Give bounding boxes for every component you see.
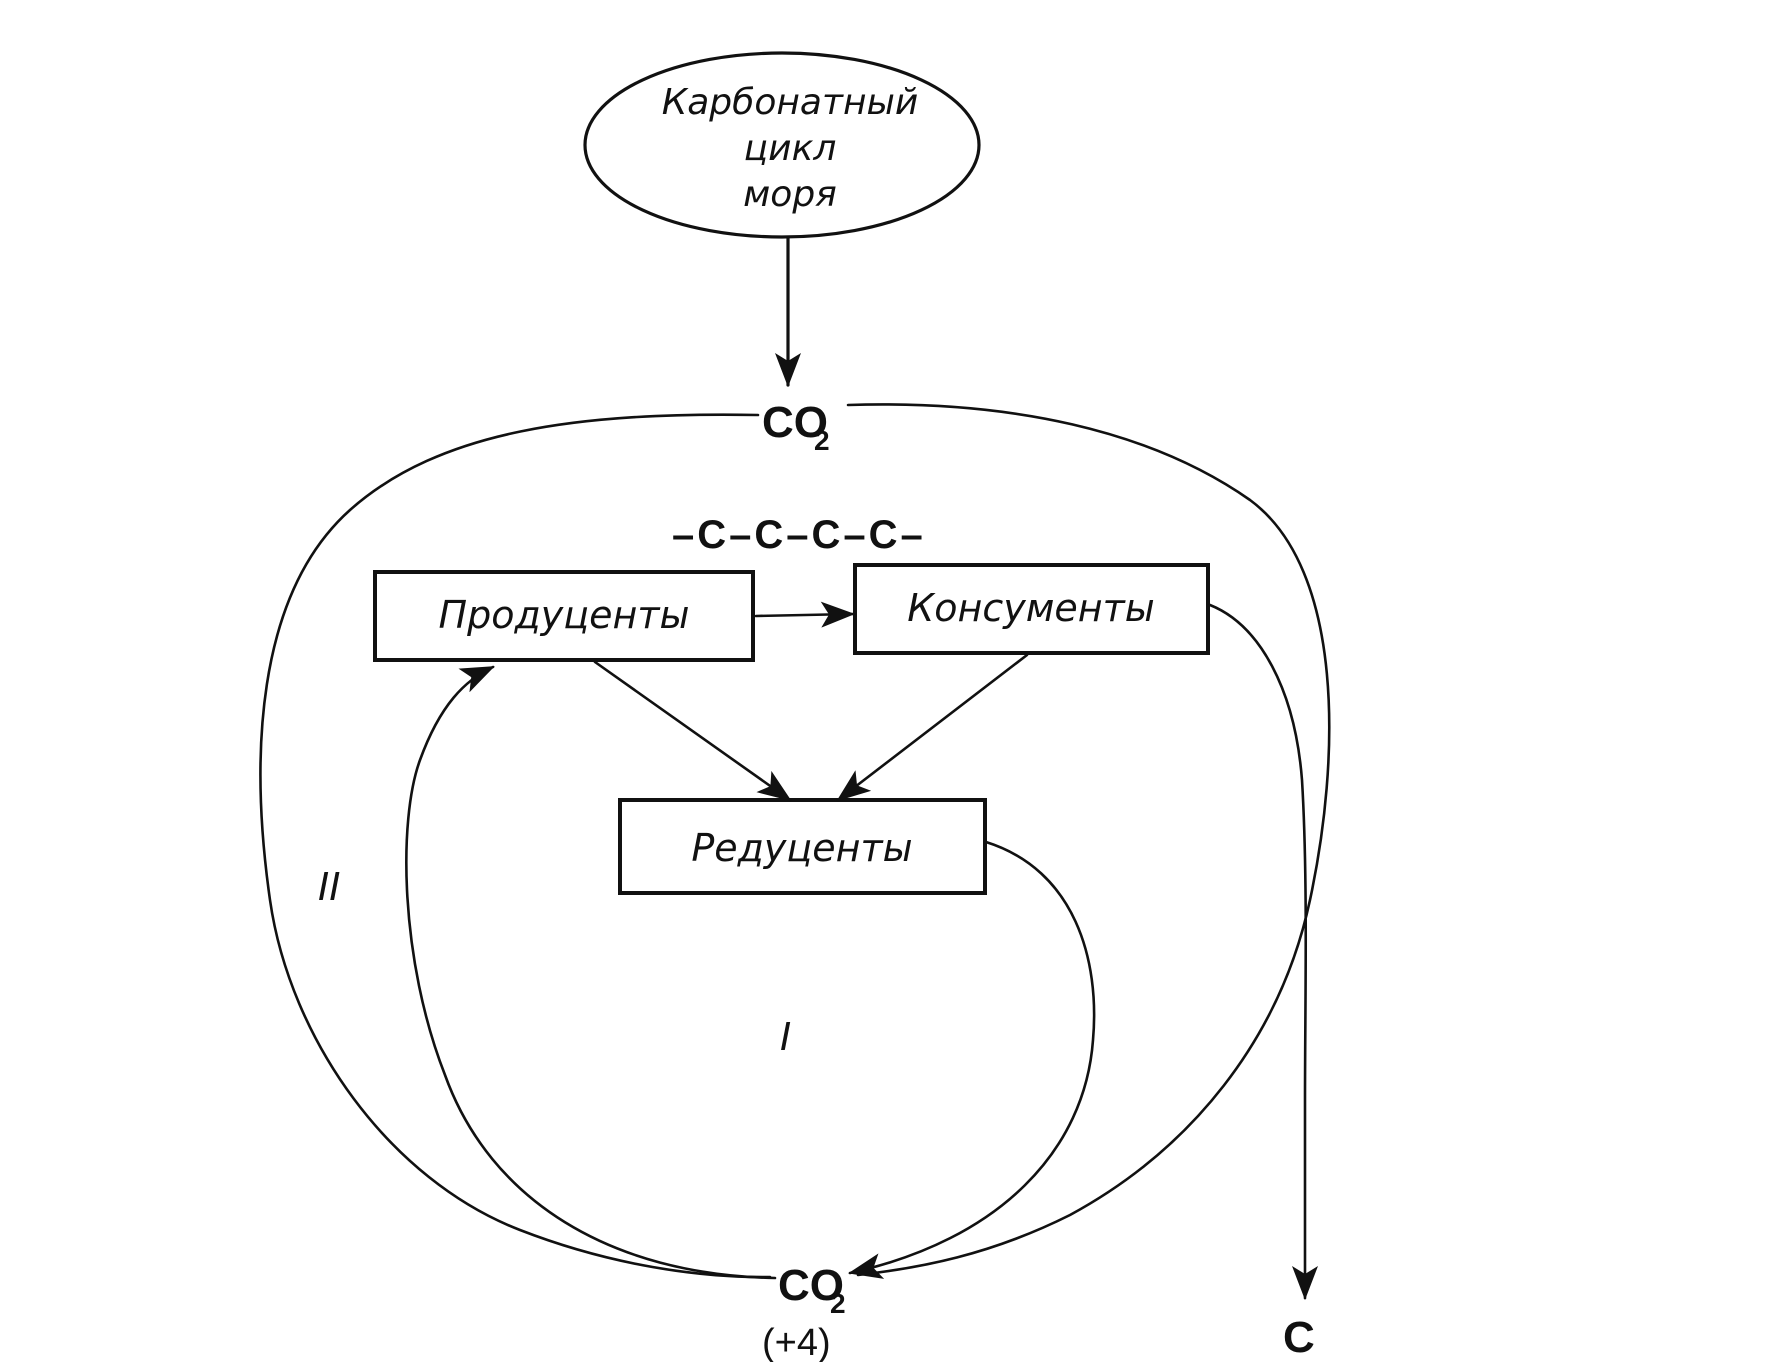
arrow-consumers-to-carbon (1208, 603, 1318, 1300)
outer-cycle-II-path-right (846, 403, 1331, 1277)
arrow-reducers-to-co2-bottom (848, 840, 1096, 1279)
consumers-box: Консументы (853, 563, 1210, 655)
arrow-producers-to-reducers (593, 660, 792, 802)
producers-box: Продуценты (373, 570, 755, 662)
carbon-chain-label: –C–C–C–C– (672, 513, 926, 557)
arrow-producers-to-consumers (754, 601, 855, 628)
carbon-output-label: C (1283, 1313, 1315, 1362)
cycle-I-label: I (780, 1015, 791, 1059)
consumers-label: Консументы (907, 586, 1154, 630)
carbonate-cycle-node: Карбонатный цикл моря (583, 51, 981, 239)
cycle-II-label: II (318, 865, 340, 909)
co2-bottom-oxidation: (+4) (762, 1322, 831, 1362)
carbonate-cycle-line2: цикл (744, 128, 837, 169)
arrow-consumers-to-reducers (836, 653, 1029, 802)
outer-cycle-II-path (259, 413, 772, 1279)
co2-bottom-main: CO (778, 1261, 844, 1310)
producers-label: Продуценты (439, 593, 690, 637)
co2-top-label: CO 2 (762, 398, 830, 456)
arrow-co2-bottom-to-producers (405, 665, 777, 1280)
reducers-label: Редуценты (691, 826, 912, 870)
co2-bottom-sub: 2 (830, 1288, 846, 1319)
carbonate-cycle-line3: моря (743, 174, 837, 215)
reducers-box: Редуценты (618, 798, 987, 895)
co2-bottom-label: CO 2 (+4) (762, 1261, 846, 1362)
carbonate-cycle-line1: Карбонатный (662, 82, 919, 123)
co2-top-sub: 2 (814, 425, 830, 456)
co2-top-main: CO (762, 398, 828, 447)
